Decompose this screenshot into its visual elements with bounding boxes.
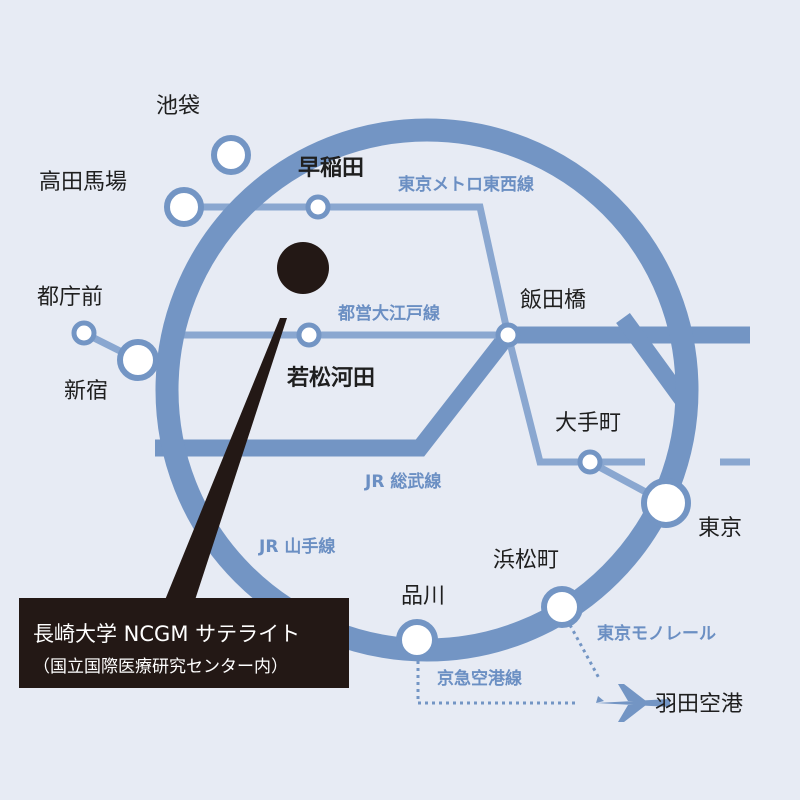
label-wakamatsu-kawada: 若松河田 <box>287 366 376 391</box>
callout-pointer <box>165 318 287 600</box>
station-tochomae <box>71 320 97 346</box>
line-keikyu-airport <box>416 640 575 705</box>
label-tochomae: 都庁前 <box>37 285 104 310</box>
station-takadanobaba <box>164 187 204 227</box>
label-tokyo-monorail: 東京モノレール <box>597 624 716 644</box>
label-tokyo: 東京 <box>698 516 743 541</box>
station-wakamatsu-kawada <box>296 322 322 348</box>
label-haneda-airport: 羽田空港 <box>655 692 744 717</box>
station-iidabashi <box>495 322 521 348</box>
label-toei-oedo: 都営大江戸線 <box>338 304 440 324</box>
callout-subtitle: （国立国際医療研究センター内） <box>33 657 288 677</box>
label-tokyo-metro-tozai: 東京メトロ東西線 <box>398 175 534 195</box>
station-tokyo <box>641 478 691 528</box>
label-jr-sobu: JR 総武線 <box>365 472 442 492</box>
station-shinjuku <box>117 339 159 381</box>
label-iidabashi: 飯田橋 <box>520 288 587 313</box>
label-shinagawa: 品川 <box>401 584 446 609</box>
label-hamamatsucho: 浜松町 <box>493 548 560 573</box>
label-otemachi: 大手町 <box>555 411 622 436</box>
label-shinjuku: 新宿 <box>64 379 109 404</box>
callout-box: 長崎大学 NCGM サテライト （国立国際医療研究センター内） <box>19 598 349 688</box>
label-ikebukuro: 池袋 <box>156 94 201 119</box>
callout-title: 長崎大学 NCGM サテライト <box>33 622 301 646</box>
airplane-icon <box>596 684 670 722</box>
station-shinagawa <box>396 619 438 661</box>
station-ikebukuro <box>211 135 251 175</box>
station-otemachi <box>577 449 603 475</box>
station-waseda <box>305 194 331 220</box>
location-marker-icon <box>277 242 329 294</box>
label-keikyu-airport: 京急空港線 <box>437 669 522 689</box>
label-takadanobaba: 高田馬場 <box>39 170 128 195</box>
label-jr-yamanote: JR 山手線 <box>259 537 336 557</box>
line-tokyo-monorail <box>568 624 602 681</box>
station-hamamatsucho <box>541 586 583 628</box>
label-waseda: 早稲田 <box>298 156 365 181</box>
